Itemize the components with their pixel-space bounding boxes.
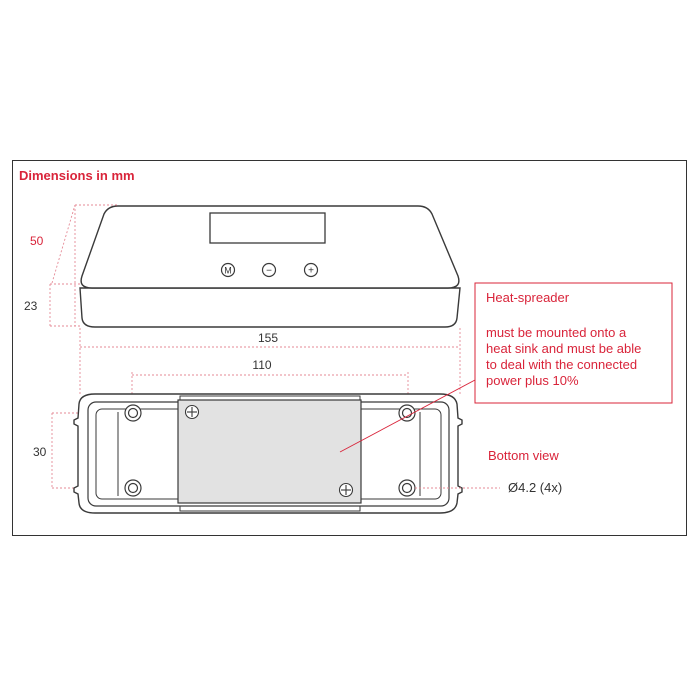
device-bottom-view — [73, 393, 463, 514]
minus-button-label: − — [266, 266, 272, 277]
hole-spacing-label: 110 — [252, 358, 271, 372]
callout-line-1: must be mounted onto a — [486, 325, 627, 340]
callout-line-4: power plus 10% — [486, 373, 579, 388]
height-dimensions — [49, 204, 118, 327]
callout-leader-line — [339, 379, 476, 453]
screw-icon — [184, 404, 200, 420]
device-top-view: M − + — [79, 205, 461, 328]
length-label: 155 — [258, 331, 278, 345]
height-body-label: 23 — [24, 299, 38, 313]
mounting-hole-icon — [124, 404, 142, 422]
height-total-label: 50 — [30, 234, 44, 248]
drawing-frame — [12, 160, 687, 536]
plus-button: + — [303, 262, 319, 278]
mode-button-label: M — [224, 266, 232, 276]
plus-button-label: + — [308, 266, 314, 277]
callout-line-2: heat sink and must be able — [486, 341, 641, 356]
hole-diameter-label: Ø4.2 (4x) — [508, 480, 562, 495]
display-window — [209, 212, 326, 244]
mounting-hole-icon — [398, 479, 416, 497]
drawing-title: Dimensions in mm — [19, 168, 135, 183]
bottom-view-label: Bottom view — [488, 448, 559, 463]
mounting-hole-icon — [124, 479, 142, 497]
callout-line-3: to deal with the connected — [486, 357, 637, 372]
mode-button: M — [220, 262, 236, 278]
heat-spreader-callout-box — [474, 282, 673, 404]
screw-icon — [338, 482, 354, 498]
hole-spacing-dimension — [131, 372, 409, 410]
heat-spreader-plate — [177, 399, 362, 504]
callout-title: Heat-spreader — [486, 290, 570, 305]
length-dimension — [79, 328, 461, 396]
hole-height-label: 30 — [33, 445, 47, 459]
minus-button: − — [261, 262, 277, 278]
